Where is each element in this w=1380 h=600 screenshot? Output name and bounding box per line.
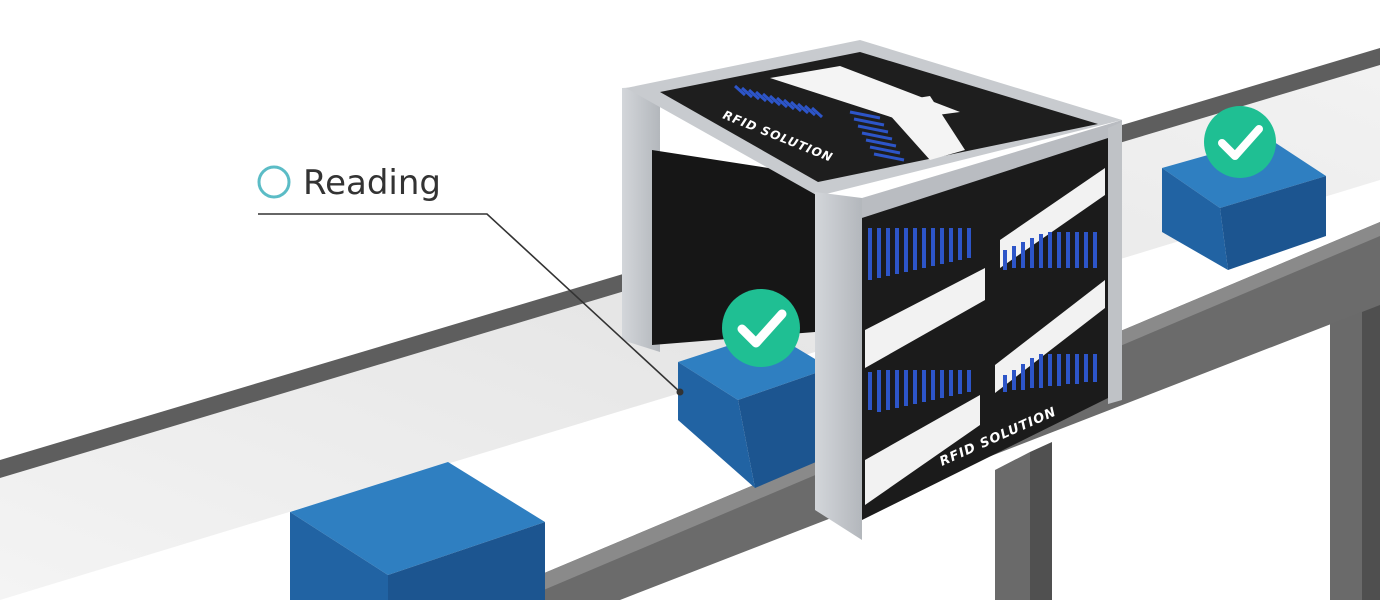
callout-pointer-dot [676,388,684,396]
callout-leader-line [258,213,681,393]
rfid-gate-front-post [815,120,1122,540]
check-badge-reading [722,289,800,367]
rfid-gate-top: RFID SOLUTION [626,40,1122,196]
conveyor-legs [995,296,1380,600]
check-icon [737,309,787,348]
side-blue-stripes [868,228,1097,412]
reading-callout: Reading [257,163,684,396]
box-incoming [290,462,545,600]
circle-outline-icon [257,165,291,199]
check-badge-read [1204,106,1276,178]
top-blue-stripes [733,84,905,162]
check-icon [1218,125,1263,160]
reading-label: Reading [303,163,441,203]
